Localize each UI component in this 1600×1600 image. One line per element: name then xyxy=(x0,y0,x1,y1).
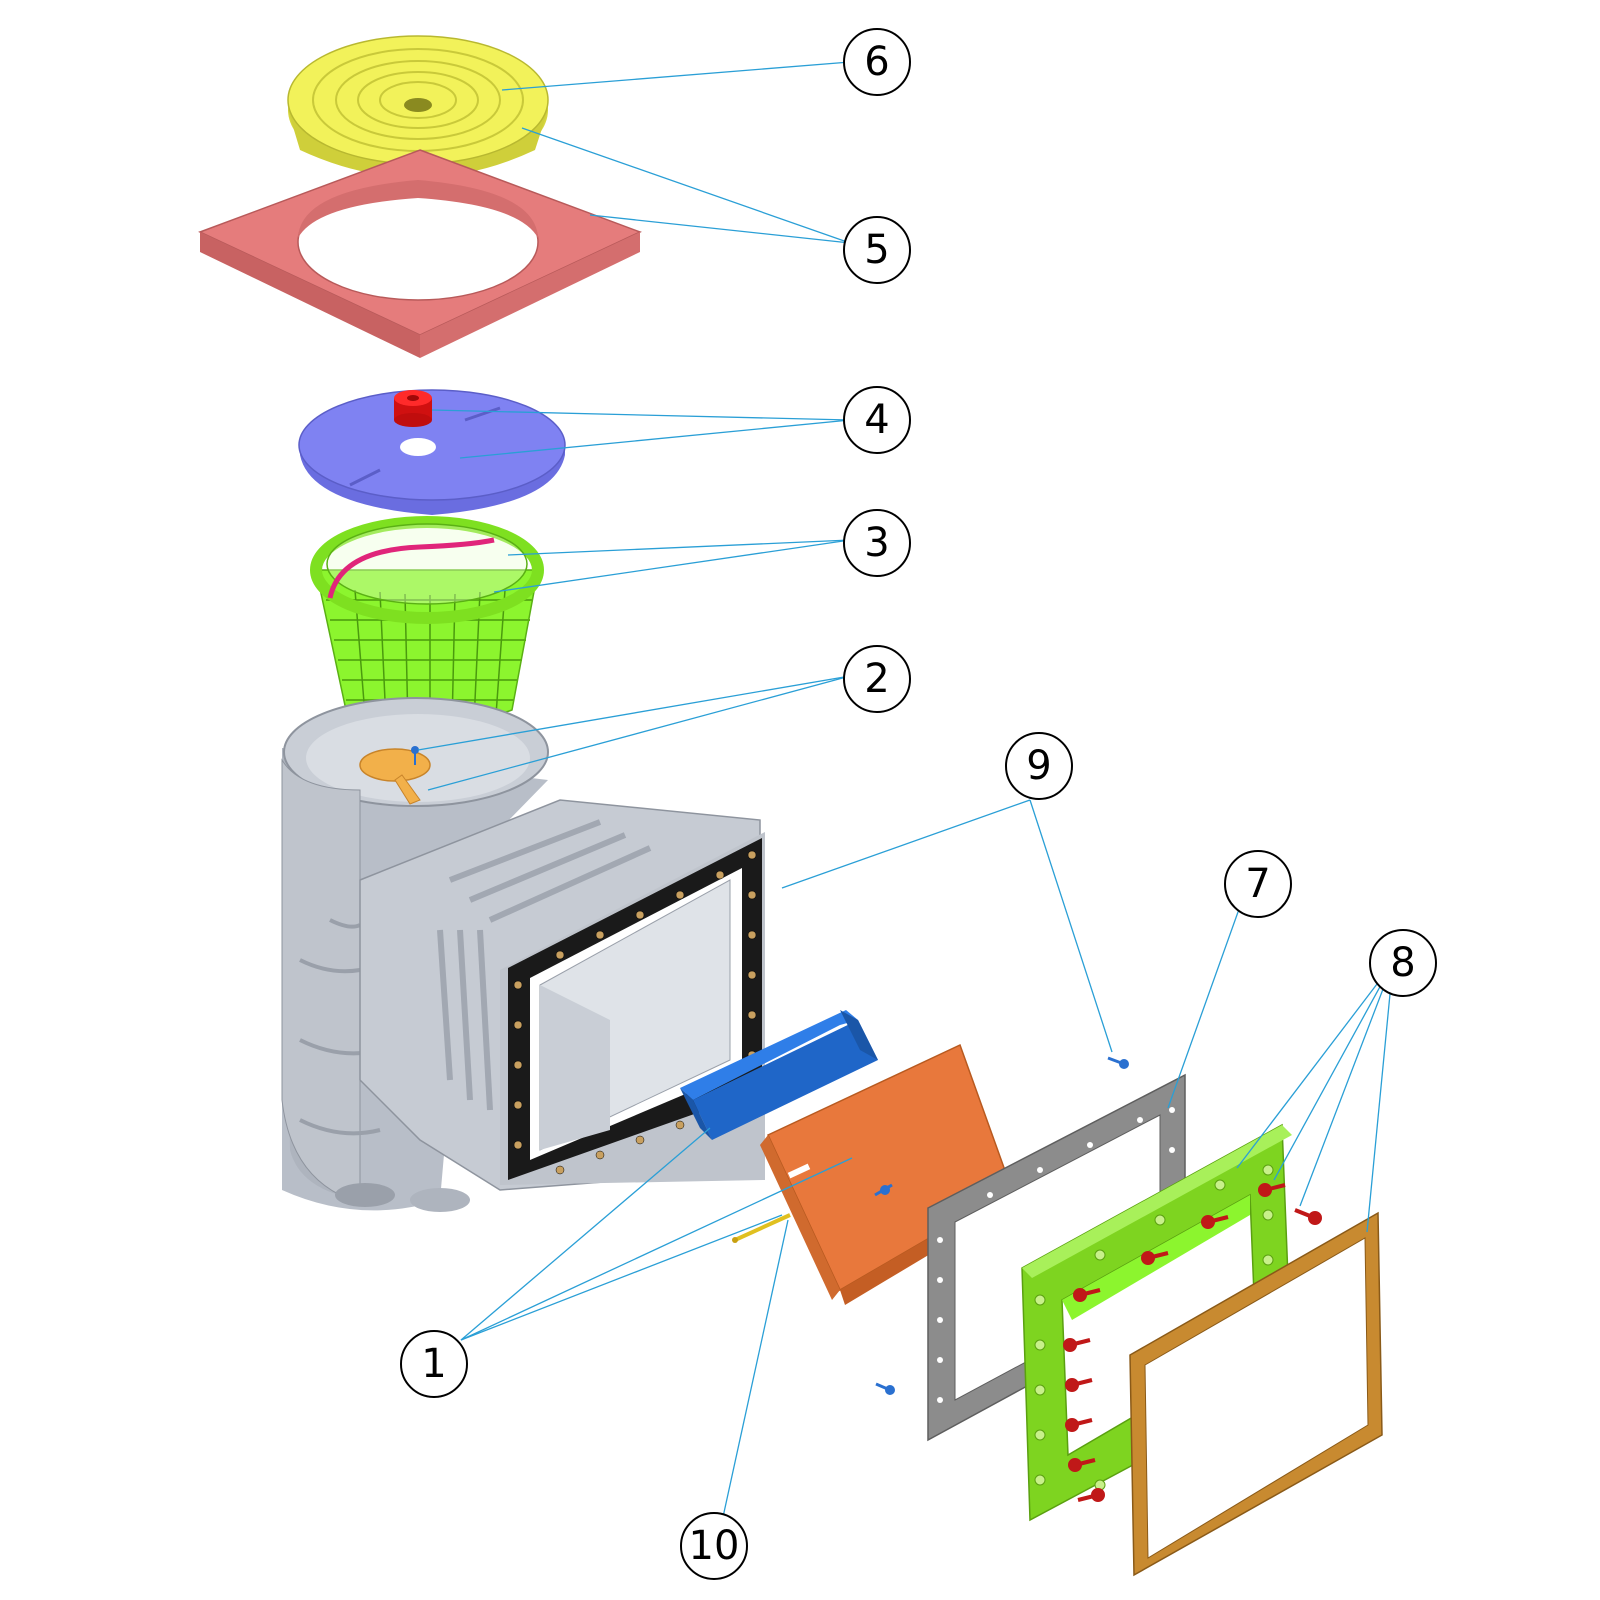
callout-3: 3 xyxy=(843,509,911,577)
weir-cover-part xyxy=(298,389,566,515)
float-valve-part xyxy=(359,746,431,805)
deck-frame-part xyxy=(198,149,642,358)
svg-text:9: 9 xyxy=(1026,743,1051,789)
plug-part xyxy=(394,390,432,427)
callout-1: 1 xyxy=(400,1330,468,1398)
callout-5: 5 xyxy=(843,216,911,284)
svg-text:4: 4 xyxy=(864,397,889,443)
callout-9: 9 xyxy=(1005,732,1073,800)
callout-6: 6 xyxy=(843,28,911,96)
basket-handle xyxy=(327,537,495,599)
callout-10: 10 xyxy=(680,1512,748,1580)
leader-lines xyxy=(417,61,1394,1518)
weir-flap-part xyxy=(680,1010,878,1140)
lid-part xyxy=(287,35,549,178)
svg-text:8: 8 xyxy=(1390,940,1415,986)
svg-text:6: 6 xyxy=(864,39,889,85)
basket-part xyxy=(310,516,544,727)
trim-frame-part xyxy=(1129,1211,1383,1577)
svg-text:7: 7 xyxy=(1245,861,1270,907)
svg-text:3: 3 xyxy=(864,520,889,566)
skimmer-body-part xyxy=(281,697,765,1212)
callout-2: 2 xyxy=(843,645,911,713)
svg-text:1: 1 xyxy=(421,1341,446,1387)
pin-part xyxy=(732,1213,791,1243)
svg-text:5: 5 xyxy=(864,227,889,273)
callout-7: 7 xyxy=(1224,850,1292,918)
callout-8: 8 xyxy=(1369,929,1437,997)
blue-screw xyxy=(875,1382,895,1395)
blue-screw xyxy=(1107,1056,1129,1069)
svg-text:2: 2 xyxy=(864,656,889,702)
callout-4: 4 xyxy=(843,386,911,454)
svg-text:10: 10 xyxy=(689,1523,740,1569)
